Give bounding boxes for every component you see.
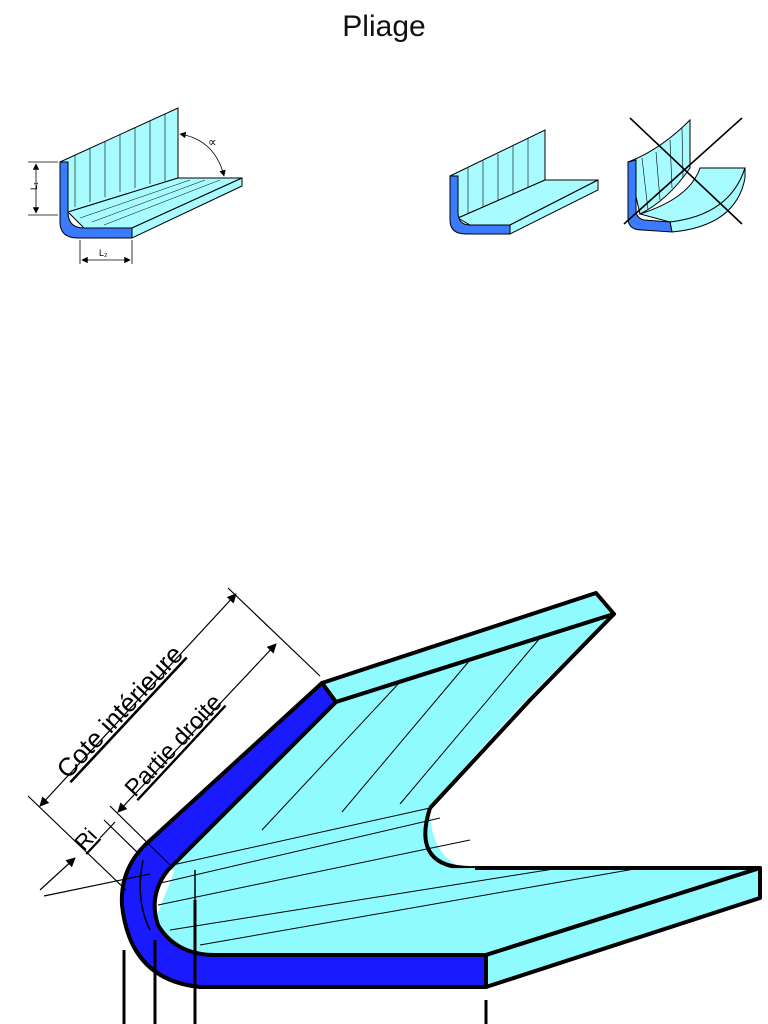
label-ri: Ri <box>69 823 101 855</box>
label-angle: ∝ <box>208 135 217 149</box>
bend-detail-diagram: Cote intérieure Partie droite Ri <box>27 587 762 1024</box>
angle-piece-correct <box>449 129 599 235</box>
label-l2: L₂ <box>99 248 108 258</box>
cross-icon <box>629 117 743 225</box>
angle-piece-incorrect <box>623 117 746 233</box>
angle-piece-dimensioned: L₁ L₂ ∝ <box>28 107 243 264</box>
page-title: Pliage <box>342 10 426 43</box>
label-l1: L₁ <box>29 182 39 190</box>
